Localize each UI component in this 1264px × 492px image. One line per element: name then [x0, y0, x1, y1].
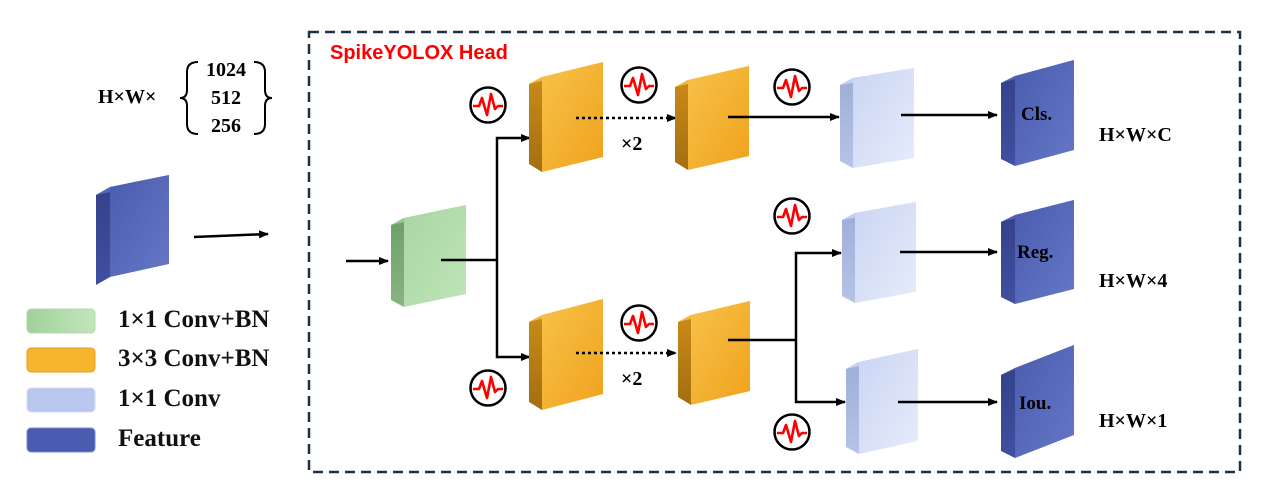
spike-neuron-icon	[469, 369, 507, 407]
legend-label-conv1bn: 1×1 Conv+BN	[118, 306, 270, 333]
iou-output-block	[1001, 345, 1074, 458]
cls-box-label: Cls.	[1021, 104, 1053, 125]
spike-neuron-icon	[620, 304, 658, 342]
legend-label-conv1: 1×1 Conv	[118, 385, 221, 412]
right-brace	[253, 61, 273, 135]
reg-conv3-block-1	[529, 299, 603, 410]
legend-swatch-conv3bn	[26, 347, 96, 373]
head-title: SpikeYOLOX Head	[330, 42, 508, 64]
reg-output-shape: H×W×4	[1099, 270, 1168, 292]
input-arrow	[193, 230, 269, 239]
legend-swatch-feature	[26, 427, 96, 453]
iou-down-line	[794, 340, 846, 406]
spike-neuron-icon	[469, 86, 507, 124]
cls-output-shape: H×W×C	[1099, 124, 1172, 146]
spike-neuron-icon	[620, 66, 658, 104]
head-frame	[307, 30, 1242, 474]
legend-label-conv3bn: 3×3 Conv+BN	[118, 345, 270, 372]
legend-swatch-conv1	[26, 387, 96, 413]
cls-repeat-label: ×2	[621, 133, 643, 155]
cls-output-block	[1001, 60, 1074, 166]
input-shape-prefix: H×W×	[98, 86, 157, 108]
stem-conv-block	[391, 205, 466, 307]
spike-neuron-icon	[773, 197, 811, 235]
iou-conv1-block	[846, 349, 918, 454]
reg-output-block	[1001, 200, 1074, 304]
input-feature-block	[96, 175, 169, 285]
legend-swatch-conv1bn	[26, 308, 96, 334]
reg-conv1-block	[842, 202, 916, 303]
spike-neuron-icon	[773, 413, 811, 451]
channel-1024: 1024	[206, 59, 246, 81]
channel-512: 512	[211, 87, 241, 109]
branch-top-line	[495, 134, 531, 260]
reg-up-line	[794, 249, 842, 340]
legend-label-feature: Feature	[118, 425, 201, 452]
iou-box-label: Iou.	[1019, 393, 1052, 414]
reg-repeat-label: ×2	[621, 368, 643, 390]
cls-conv3-block-1	[529, 62, 603, 172]
spike-neuron-icon	[773, 68, 811, 106]
channel-256: 256	[211, 115, 241, 137]
cls-conv1-block	[840, 68, 914, 168]
left-brace	[179, 61, 199, 135]
iou-output-shape: H×W×1	[1099, 410, 1168, 432]
reg-conv3-block-2	[678, 301, 750, 405]
cls-conv3-block-2	[675, 66, 749, 170]
reg-box-label: Reg.	[1017, 242, 1054, 263]
branch-bottom-line	[495, 260, 531, 361]
